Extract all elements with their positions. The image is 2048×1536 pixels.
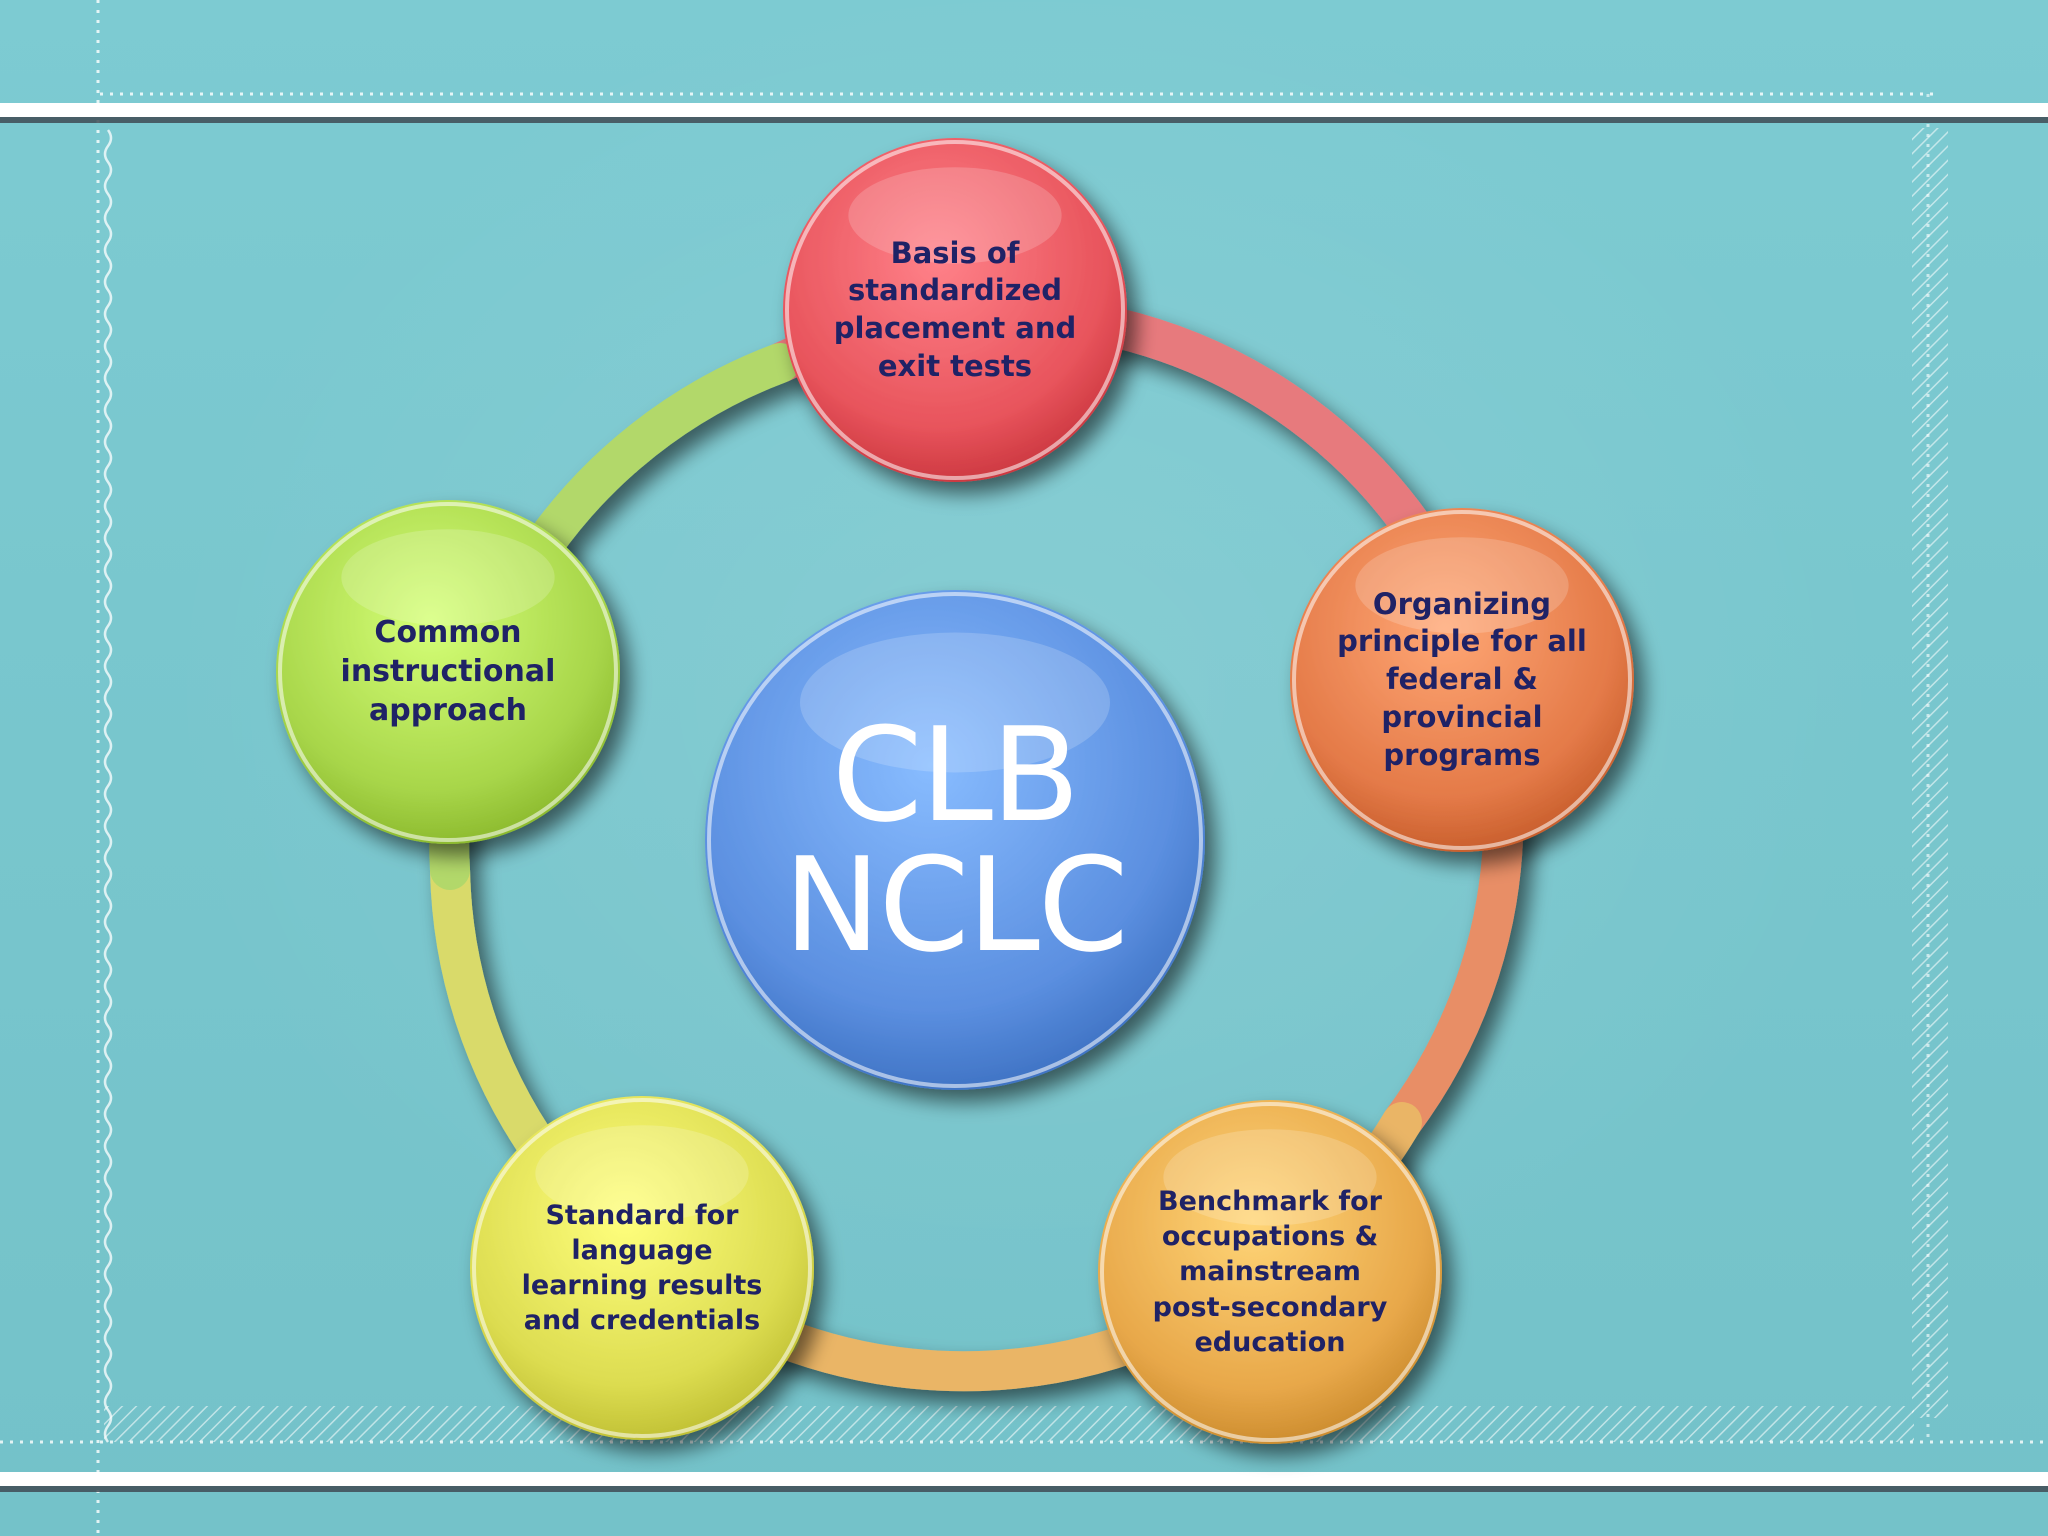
center-circle bbox=[705, 590, 1205, 1090]
center-line-1: CLB bbox=[831, 699, 1080, 851]
node-label-4: Standard for language learning results a… bbox=[521, 1199, 763, 1337]
center-label: CLB NCLC bbox=[705, 590, 1205, 1090]
node-circle-2 bbox=[1290, 508, 1634, 852]
node-label-3: Benchmark for occupations & mainstream p… bbox=[1152, 1186, 1388, 1358]
node-label-2: Organizing principle for all federal & p… bbox=[1337, 586, 1587, 772]
node-circle-1 bbox=[783, 138, 1127, 482]
center-line-2: NCLC bbox=[783, 829, 1128, 981]
node-label-1: Basis of standardized placement and exit… bbox=[833, 235, 1077, 383]
node-circle-4 bbox=[470, 1096, 814, 1440]
node-circle-3 bbox=[1098, 1100, 1442, 1444]
node-label-5: Common instructional approach bbox=[340, 615, 556, 729]
node-circle-5 bbox=[276, 500, 620, 844]
